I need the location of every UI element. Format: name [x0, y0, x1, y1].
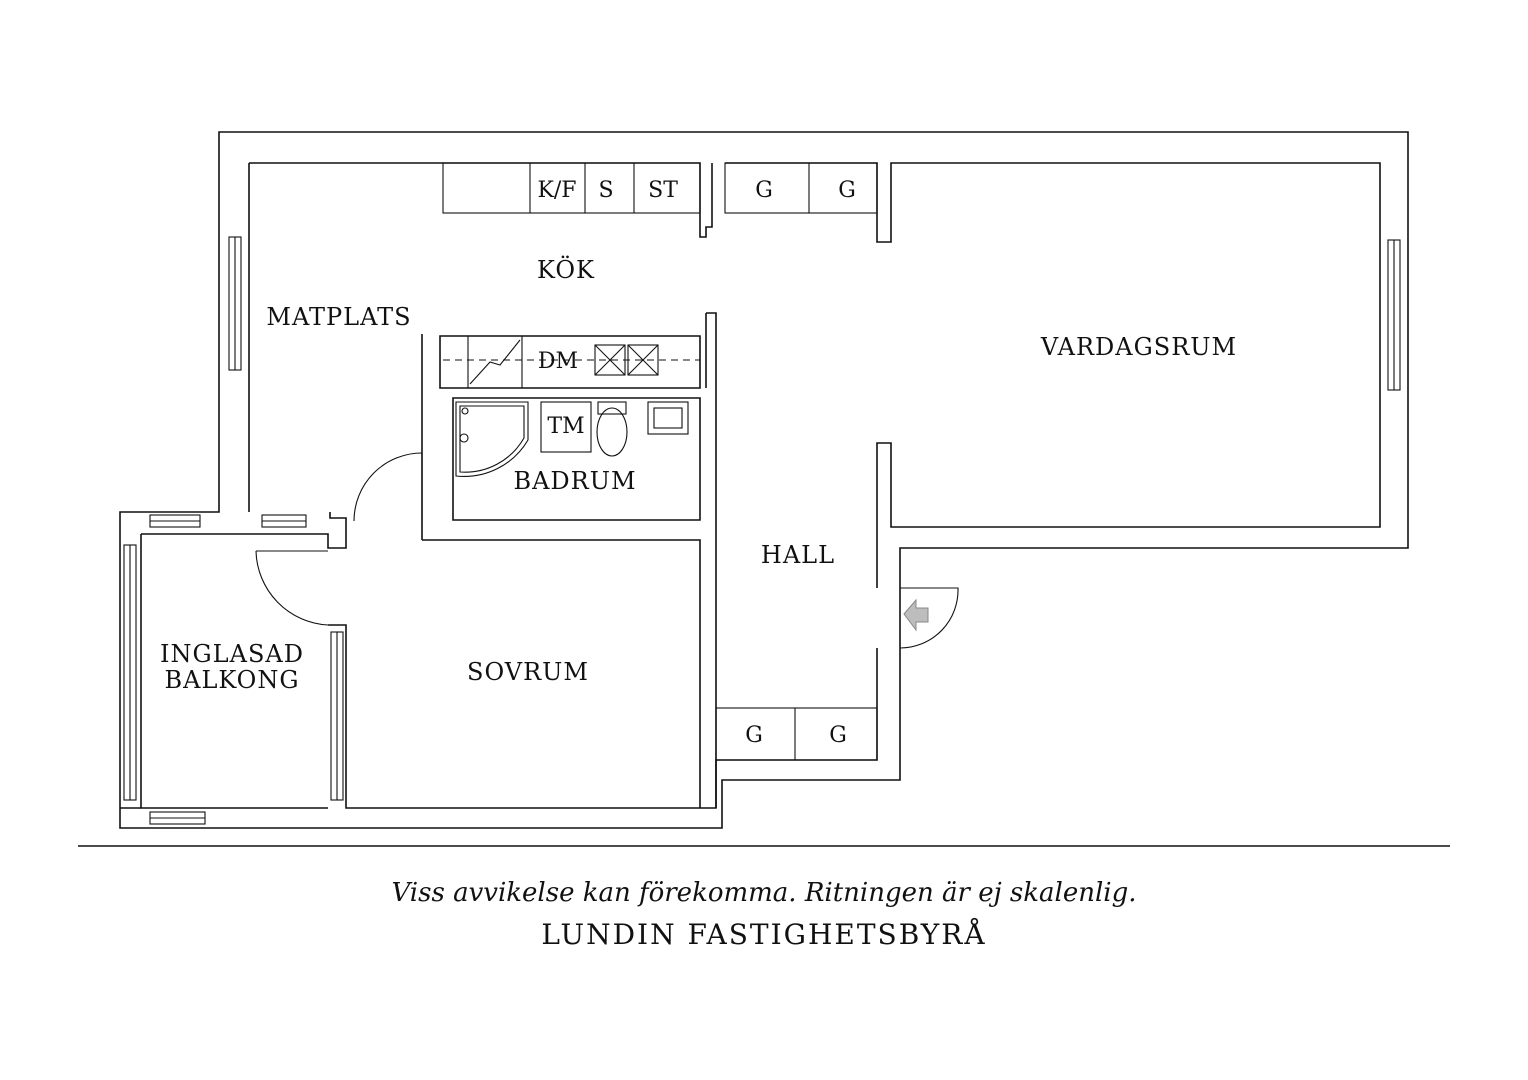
wardrobe-top — [724, 162, 878, 214]
kitchen-counter — [442, 162, 701, 214]
doors — [255, 452, 959, 649]
outer-walls — [119, 131, 1409, 829]
wardrobe-label-3: G — [745, 723, 763, 748]
wardrobe-label-4: G — [829, 723, 847, 748]
agency-name: LUNDIN FASTIGHETSBYRÅ — [541, 918, 987, 951]
room-dining-label: MATPLATS — [266, 303, 411, 331]
fridge-freezer-label: K/F — [537, 178, 576, 203]
kitchen-island — [443, 336, 700, 388]
stove-label: ST — [648, 178, 678, 203]
dishwasher-label: DM — [538, 349, 578, 374]
room-kitchen-label: KÖK — [537, 255, 595, 284]
entrance-arrow-icon — [903, 598, 929, 632]
room-hall-label: HALL — [761, 541, 835, 569]
wardrobe-label-1: G — [755, 178, 773, 203]
room-bedroom-label: SOVRUM — [467, 658, 589, 686]
room-living-label: VARDAGSRUM — [1040, 333, 1237, 361]
bathroom-fixtures — [455, 401, 689, 477]
windows — [123, 236, 1401, 825]
washing-machine-label: TM — [547, 414, 584, 439]
wardrobe-hall — [715, 707, 878, 761]
room-balcony-label-line1: INGLASAD — [160, 640, 304, 668]
sink-label: S — [598, 178, 613, 203]
inner-walls — [120, 312, 717, 809]
wardrobe-label-2: G — [838, 178, 856, 203]
disclaimer-text: Viss avvikelse kan förekomma. Ritningen … — [391, 878, 1137, 908]
room-bathroom-label: BADRUM — [513, 467, 636, 495]
room-balcony-label-line2: BALKONG — [164, 666, 299, 694]
